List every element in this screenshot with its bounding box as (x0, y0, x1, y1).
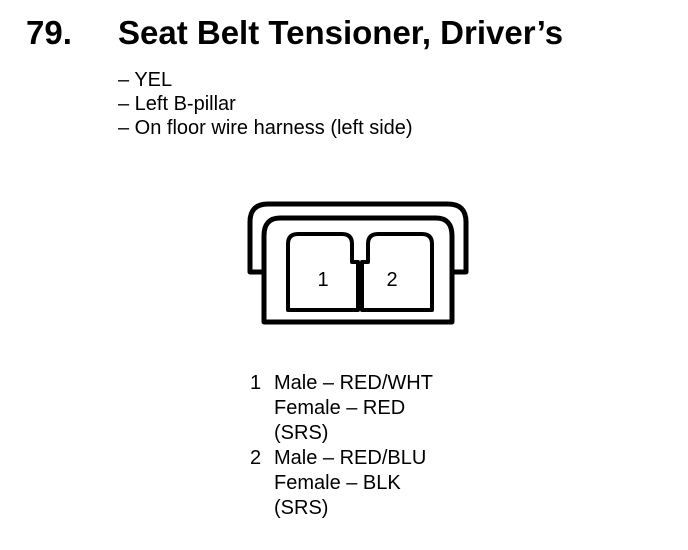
connector-body (261, 260, 455, 325)
pin-number: 1 (250, 372, 262, 394)
pin-male-color: Male – RED/WHT (274, 372, 433, 394)
connector-color: – YEL (118, 69, 173, 91)
pin-cavity-2 (360, 232, 434, 312)
pin-female-color: Female – RED (274, 397, 406, 419)
pin-assignment-list: 1 Male – RED/WHT Female – RED (SRS) 2 Ma… (250, 371, 433, 521)
pin-number: 2 (250, 447, 262, 469)
connector-location: – Left B-pillar (118, 93, 236, 115)
connector-face-diagram: 1 2 (247, 201, 469, 325)
pin-male-color: Male – RED/BLU (274, 447, 427, 469)
pin-system: (SRS) (274, 422, 329, 444)
pin-entry: 2 Male – RED/BLU Female – BLK (SRS) (250, 446, 433, 521)
item-title: Seat Belt Tensioner, Driver’s (118, 14, 564, 51)
page-title: 79. Seat Belt Tensioner, Driver’s (26, 10, 563, 56)
connector-attributes: – YEL – Left B-pillar – On floor wire ha… (118, 68, 413, 140)
connector-harness: – On floor wire harness (left side) (118, 117, 413, 139)
pin-female-color: Female – BLK (274, 472, 401, 494)
pin-label-1: 1 (317, 269, 328, 291)
item-number: 79. (26, 14, 72, 51)
pin-entry: 1 Male – RED/WHT Female – RED (SRS) (250, 371, 433, 446)
pin-label-2: 2 (386, 269, 397, 291)
pin-system: (SRS) (274, 497, 329, 519)
pin-cavity-1 (286, 232, 360, 312)
